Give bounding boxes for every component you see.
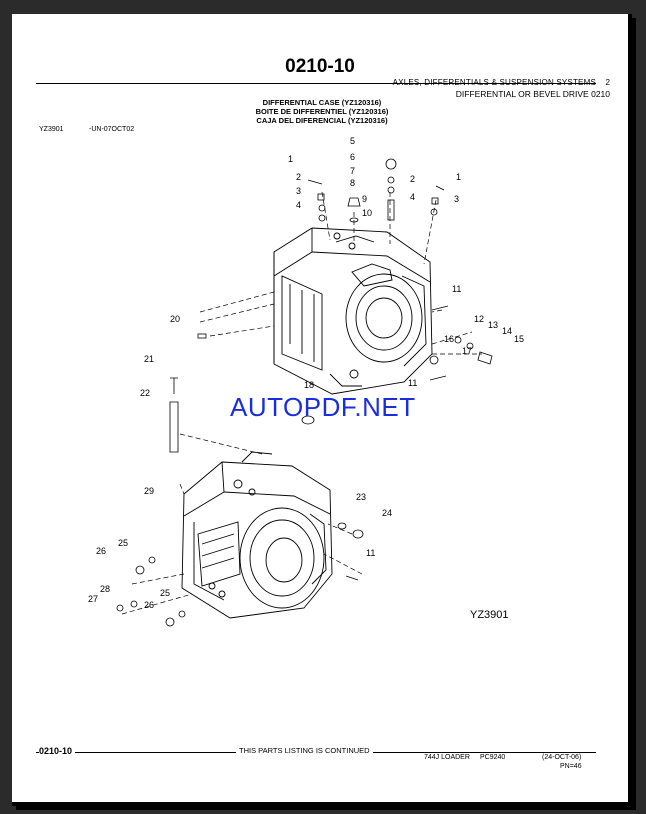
footer-code: 0210-10 — [39, 746, 76, 756]
callout-number: 8 — [350, 178, 355, 188]
callout-number: 20 — [170, 314, 180, 324]
figure-code: YZ3901 — [470, 609, 509, 621]
callout-number: 26 — [144, 600, 154, 610]
title-english: DIFFERENTIAL CASE (YZ120316) — [262, 98, 382, 107]
callout-number: 25 — [118, 538, 128, 548]
continued-notice: THIS PARTS LISTING IS CONTINUED — [236, 746, 373, 755]
callout-number: 24 — [382, 508, 392, 518]
footer-model: 744J LOADER — [424, 754, 470, 761]
callout-number: 21 — [144, 354, 154, 364]
title-french: BOITE DE DIFFERENTIEL (YZ120316) — [255, 107, 389, 116]
catalog-page: 0210-10 AXLES, DIFFERENTIALS & SUSPENSIO… — [12, 14, 632, 806]
footer-page-number: PN=46 — [560, 763, 582, 770]
footer-date: (24-OCT-06) — [542, 754, 582, 761]
section-number: 2 — [605, 78, 610, 87]
callout-number: 11 — [452, 284, 461, 294]
callout-number: 23 — [356, 492, 366, 502]
callout-number: 5 — [350, 136, 355, 146]
callout-number: 2 — [410, 174, 415, 184]
callout-number: 4 — [410, 192, 415, 202]
watermark-text: AUTOPDF.NET — [230, 392, 416, 422]
illustration-code: YZ3901 — [39, 126, 64, 133]
callout-number: 18 — [304, 380, 314, 390]
callout-number: 27 — [88, 594, 98, 604]
callout-number: 15 — [514, 334, 524, 344]
lower-case-illustration — [181, 451, 333, 619]
callout-number: 11 — [366, 548, 375, 558]
callout-number: 3 — [454, 194, 459, 204]
callout-number: 11 — [408, 378, 417, 388]
page-code-title: 0210-10 — [285, 56, 355, 77]
callout-number: 6 — [350, 152, 355, 162]
callout-number: 1 — [288, 154, 293, 164]
upper-case-illustration — [273, 227, 433, 395]
callout-number: 16 — [444, 334, 454, 344]
callout-number: 17 — [462, 346, 472, 356]
callout-number: 12 — [474, 314, 484, 324]
callout-number: 26 — [96, 546, 106, 556]
header-rule — [36, 83, 596, 84]
callout-number: 10 — [362, 208, 372, 218]
callout-number: 14 — [502, 326, 512, 336]
callout-number: 1 — [456, 172, 461, 182]
callout-number: 29 — [144, 486, 154, 496]
exploded-parts-diagram: 1 2 3 4 5 6 7 8 9 10 1 2 3 4 11 12 13 14… — [88, 136, 524, 627]
callout-number: 22 — [140, 388, 150, 398]
callout-number: 7 — [350, 166, 355, 176]
callout-number: 4 — [296, 200, 301, 210]
section-name: AXLES, DIFFERENTIALS & SUSPENSION SYSTEM… — [392, 78, 596, 87]
illustration-date: -UN-07OCT02 — [89, 126, 135, 133]
callout-number: 2 — [296, 172, 301, 182]
subgroup-name: DIFFERENTIAL OR BEVEL DRIVE 0210 — [455, 89, 610, 99]
callout-number: 25 — [160, 588, 170, 598]
footer-pc-number: PC9240 — [480, 754, 506, 761]
callout-number: 13 — [488, 320, 498, 330]
title-spanish: CAJA DEL DIFERENCIAL (YZ120316) — [256, 116, 388, 125]
callout-number: 9 — [362, 194, 367, 204]
callout-number: 3 — [296, 186, 301, 196]
callout-number: 28 — [100, 584, 110, 594]
